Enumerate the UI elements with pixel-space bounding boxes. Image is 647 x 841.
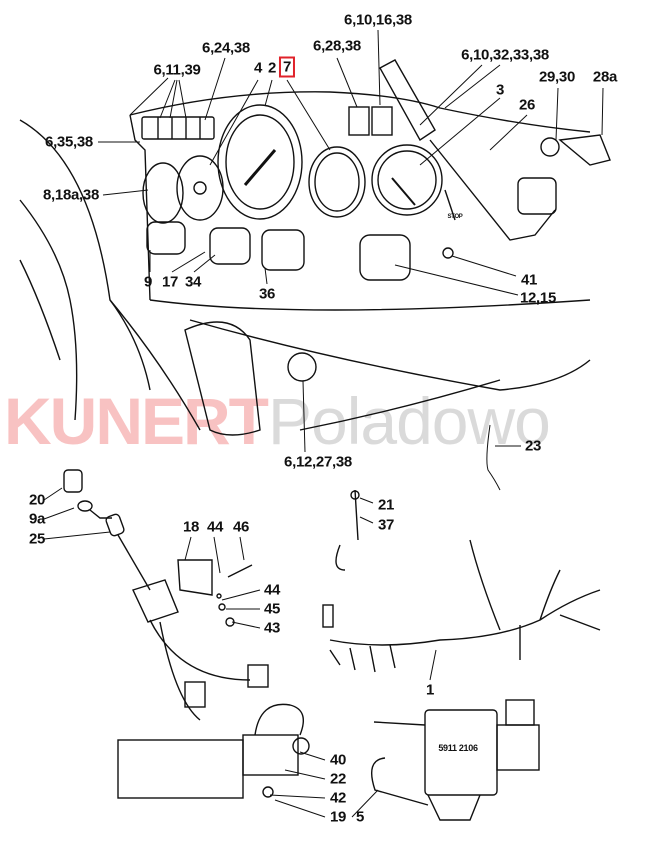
dashboard-drawing	[19, 59, 611, 436]
highlighted-callout-label: 7	[278, 56, 296, 78]
callout-label: 40	[329, 751, 347, 769]
callout-label: 9	[143, 273, 153, 291]
callout-label: 2	[267, 59, 277, 77]
callout-label: 43	[263, 619, 281, 637]
callout-label: 44	[263, 581, 281, 599]
callout-label: 6,12,27,38	[284, 453, 352, 471]
callout-label: 21	[377, 496, 395, 514]
callout-label: 23	[524, 437, 542, 455]
callout-label: 42	[329, 789, 347, 807]
harness-drawing	[322, 489, 601, 673]
callout-label: 25	[28, 530, 46, 548]
callout-label: 6,28,38	[313, 37, 361, 55]
callout-label: 22	[329, 770, 347, 788]
callout-label: 20	[28, 491, 46, 509]
watermark-brand: KUNERT	[4, 384, 269, 458]
callout-label: 17	[161, 273, 179, 291]
callout-label: 46	[232, 518, 250, 536]
callout-label: 26	[518, 96, 536, 114]
callout-label: 34	[184, 273, 202, 291]
callout-label: 6,10,16,38	[344, 11, 412, 29]
callout-label: 9a	[28, 510, 46, 528]
switch-drawing	[63, 469, 269, 721]
callout-label: 18	[182, 518, 200, 536]
motor-and-relay-drawing	[117, 699, 540, 821]
callout-label: 5	[355, 808, 365, 826]
callout-label: 6,11,39	[153, 61, 201, 79]
callout-label: 6,35,38	[45, 133, 93, 151]
callout-label: 4	[253, 59, 263, 77]
callout-label: 45	[263, 600, 281, 618]
callout-label: 29,30	[538, 68, 576, 86]
leader-lines	[43, 29, 604, 818]
callout-label: 41	[520, 271, 538, 289]
watermark-place: Poladowo	[268, 384, 551, 458]
callout-label: 6,24,38	[202, 39, 250, 57]
callout-label: 8,18a,38	[43, 186, 99, 204]
callout-label: 3	[495, 81, 505, 99]
callout-label: 28a	[592, 68, 618, 86]
callout-label: 19	[329, 808, 347, 826]
callout-label: 1	[425, 681, 435, 699]
callout-label: 44	[206, 518, 224, 536]
callout-label: 37	[377, 516, 395, 534]
callout-label: 12,15	[519, 289, 557, 307]
part-marking: 5911 2106	[438, 743, 478, 753]
callout-label: 6,10,32,33,38	[461, 46, 549, 64]
stop-marking: STOP	[447, 214, 463, 220]
callout-label: 36	[258, 285, 276, 303]
